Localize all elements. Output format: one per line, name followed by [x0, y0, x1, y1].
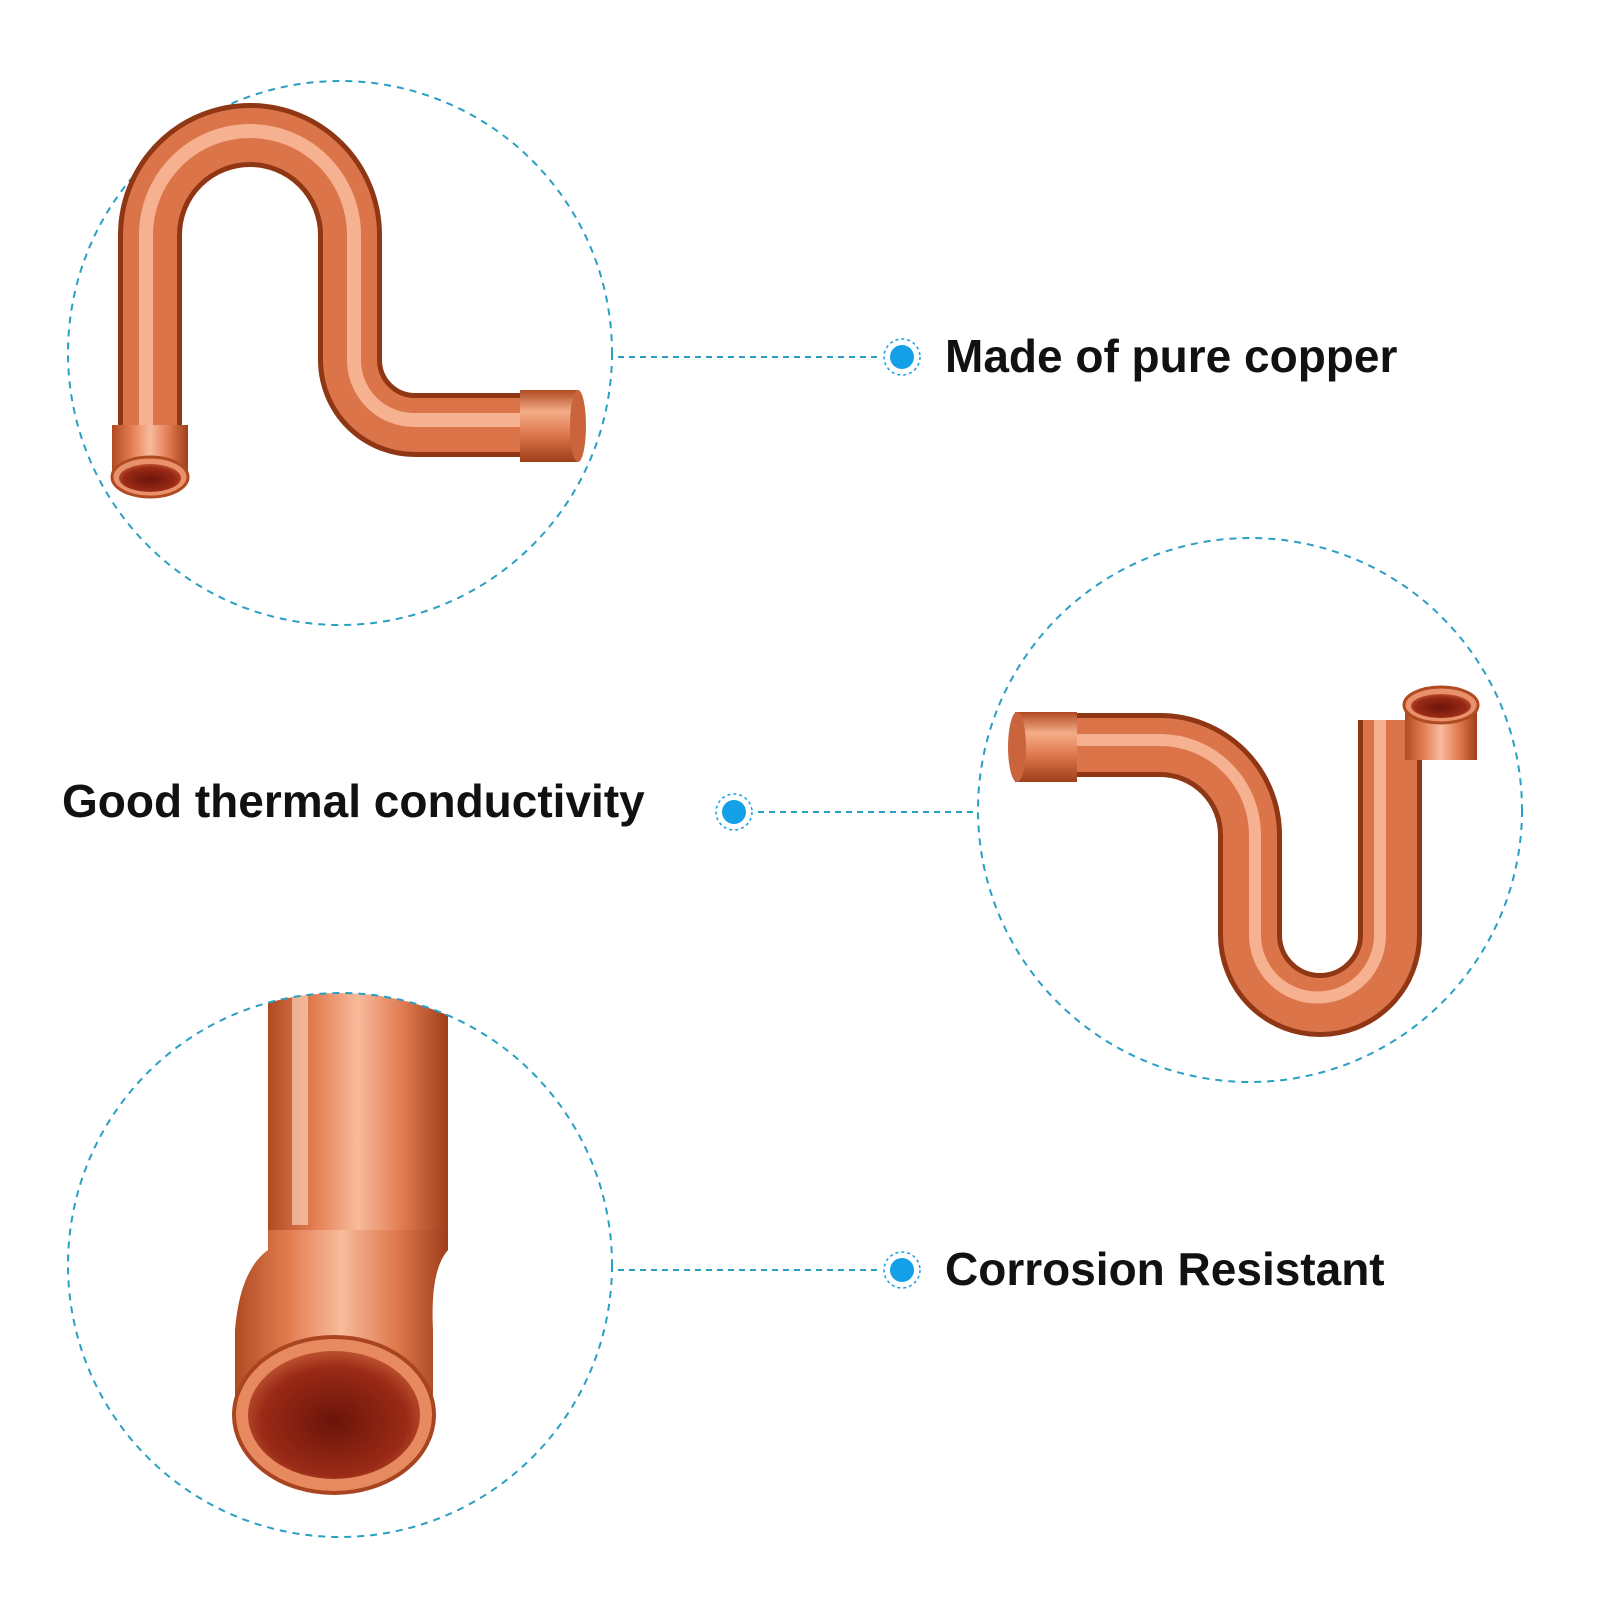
dashed-circle-outline [67, 80, 613, 626]
dashed-circle-outline [977, 537, 1523, 1083]
feature-circle-2 [715, 537, 1523, 1083]
copper-s-pipe-image [110, 103, 586, 499]
callout-dot-ring-2 [715, 793, 753, 831]
dashed-circle-outline [67, 992, 613, 1538]
feature-label-pure-copper: Made of pure copper [945, 330, 1398, 382]
feature-circle-3 [67, 992, 921, 1538]
copper-p-trap-pipe-image [1008, 685, 1480, 1037]
callout-dot-icon [890, 1258, 914, 1282]
copper-pipe-closeup-image [232, 993, 448, 1495]
callout-dot-icon [890, 345, 914, 369]
feature-circle-1 [67, 80, 921, 626]
callout-dot-ring-1 [883, 338, 921, 376]
feature-label-corrosion-resistant: Corrosion Resistant [945, 1243, 1385, 1295]
callout-dot-icon [722, 800, 746, 824]
feature-label-thermal-conductivity: Good thermal conductivity [62, 775, 645, 827]
callout-dot-ring-3 [883, 1251, 921, 1289]
